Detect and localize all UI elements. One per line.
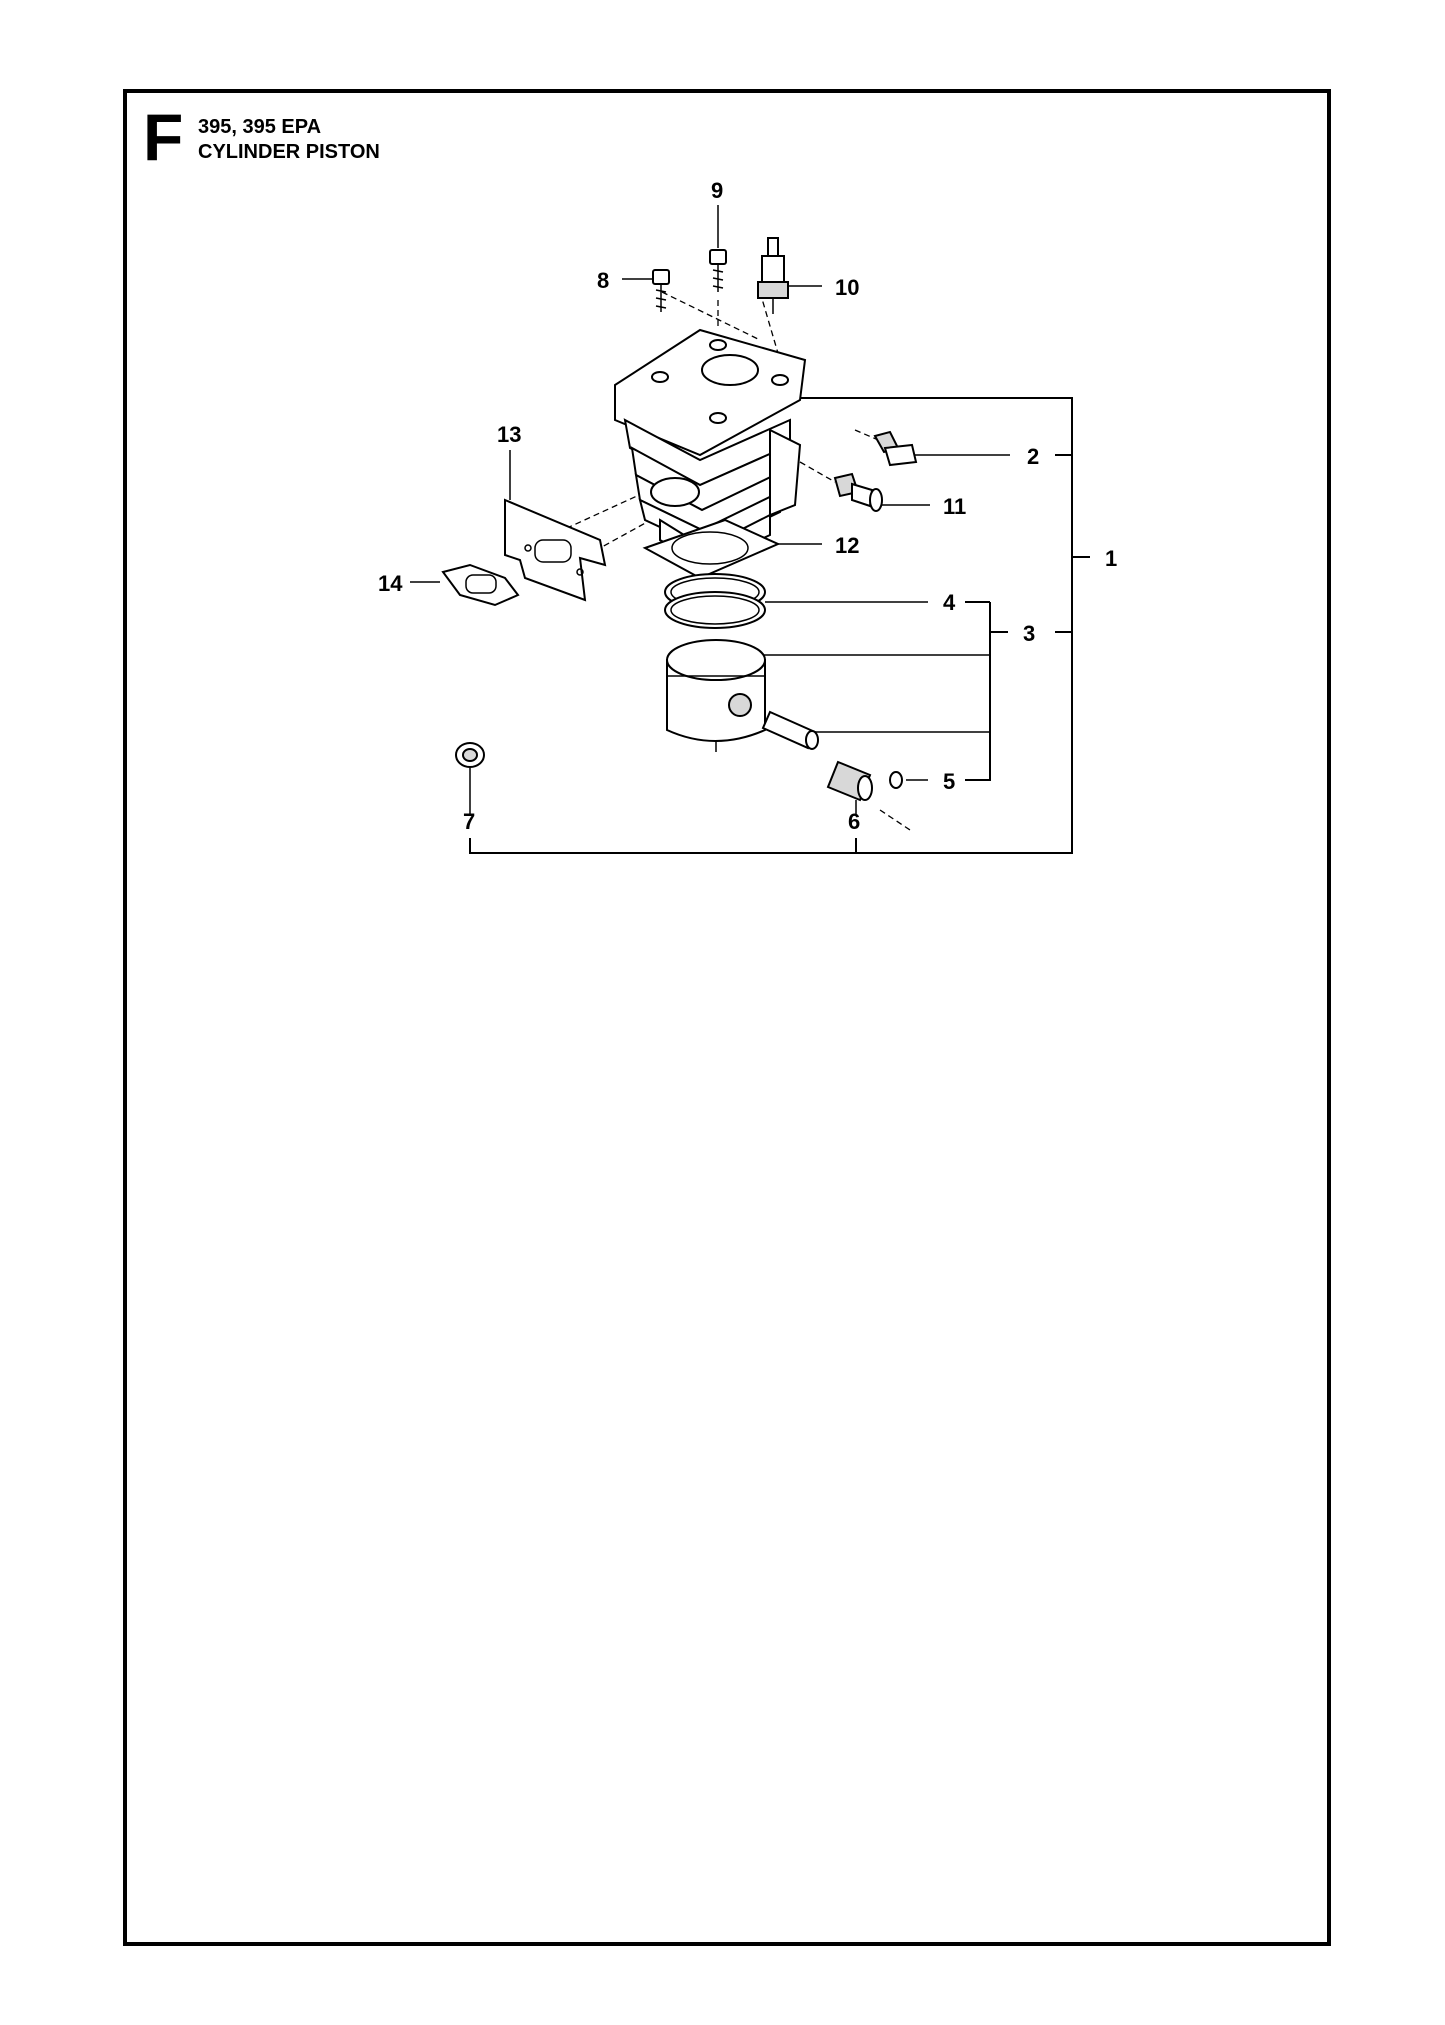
plug-part-7 (455, 742, 485, 768)
callout-7: 7 (463, 809, 475, 834)
callout-4: 4 (943, 590, 956, 615)
page-frame (123, 89, 1331, 1946)
callout-11: 11 (943, 494, 966, 519)
section-letter: F (143, 100, 184, 174)
callout-9: 9 (711, 178, 723, 203)
callout-6: 6 (848, 809, 860, 834)
diagram-title: CYLINDER PISTON (198, 141, 380, 163)
bolt-part-8 (652, 269, 670, 312)
callout-8: 8 (597, 268, 609, 293)
piston-rings-part-4 (664, 573, 766, 629)
callout-12: 12 (835, 533, 859, 558)
circlip-part-5 (889, 771, 903, 789)
base-gasket-part-12 (642, 518, 781, 580)
callout-14: 14 (378, 571, 403, 596)
callout-3: 3 (1023, 621, 1035, 646)
leader-lines (410, 205, 1090, 854)
decompression-valve-part-2 (873, 430, 918, 467)
callout-10: 10 (835, 275, 859, 300)
gasket-part-14 (441, 563, 520, 607)
needle-bearing-part-6 (826, 760, 873, 802)
callout-13: 13 (497, 422, 521, 447)
heat-shield-part-13 (504, 498, 607, 602)
valve-part-11 (833, 472, 883, 512)
spark-plug-part-10 (757, 237, 789, 314)
callout-5: 5 (943, 769, 955, 794)
piston-pin-part (761, 710, 819, 750)
piston-part (666, 639, 766, 752)
model-label: 395, 395 EPA (198, 116, 322, 138)
callout-2: 2 (1027, 444, 1039, 469)
callout-1: 1 (1105, 546, 1117, 571)
bolt-part-9 (709, 249, 727, 292)
